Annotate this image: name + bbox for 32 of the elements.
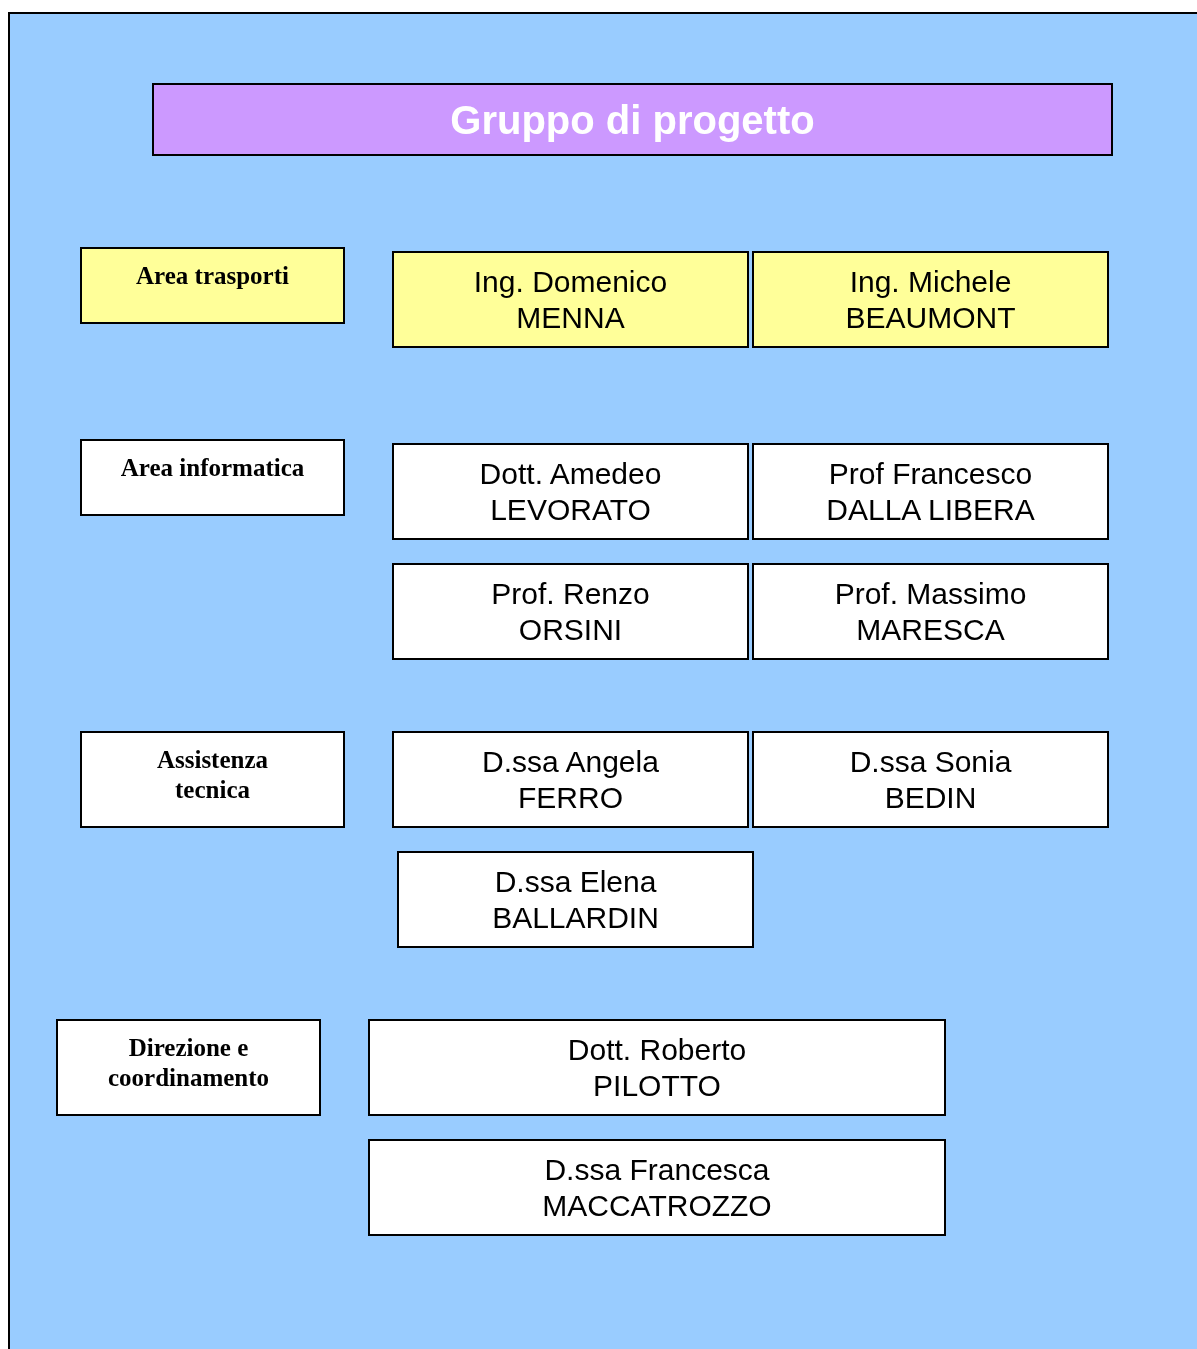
member-name: D.ssa Francesca MACCATROZZO	[541, 1151, 773, 1224]
member-box	[752, 731, 1109, 828]
member-box	[392, 563, 749, 660]
area-label: Area informatica	[120, 453, 305, 483]
area-box	[56, 1019, 321, 1116]
member-name: Prof. Renzo ORSINI	[490, 575, 651, 648]
member-name: Dott. Amedeo LEVORATO	[478, 455, 663, 528]
member-name: Ing. Michele BEAUMONT	[844, 263, 1017, 336]
area-label: Assistenza tecnica	[155, 745, 270, 805]
member-name: D.ssa Sonia BEDIN	[848, 743, 1013, 816]
member-box	[397, 851, 754, 948]
member-name: D.ssa Elena BALLARDIN	[491, 863, 660, 936]
member-box	[392, 443, 749, 540]
member-name: D.ssa Angela FERRO	[481, 743, 660, 816]
area-box	[80, 731, 345, 828]
member-name: Prof. Massimo MARESCA	[833, 575, 1028, 648]
banner-title: Gruppo di progetto	[450, 96, 815, 144]
member-name: Dott. Roberto PILOTTO	[566, 1031, 748, 1104]
member-box	[392, 731, 749, 828]
member-name: Ing. Domenico MENNA	[472, 263, 669, 336]
member-box	[368, 1139, 946, 1236]
member-box	[752, 443, 1109, 540]
area-label: Area trasporti	[136, 261, 289, 291]
area-box	[80, 439, 345, 516]
area-label: Direzione e coordinamento	[106, 1033, 271, 1093]
member-name: Prof Francesco DALLA LIBERA	[825, 455, 1036, 528]
member-box	[752, 251, 1109, 348]
area-box	[80, 247, 345, 324]
member-box	[752, 563, 1109, 660]
member-box	[368, 1019, 946, 1116]
member-box	[392, 251, 749, 348]
title-banner	[152, 83, 1113, 156]
